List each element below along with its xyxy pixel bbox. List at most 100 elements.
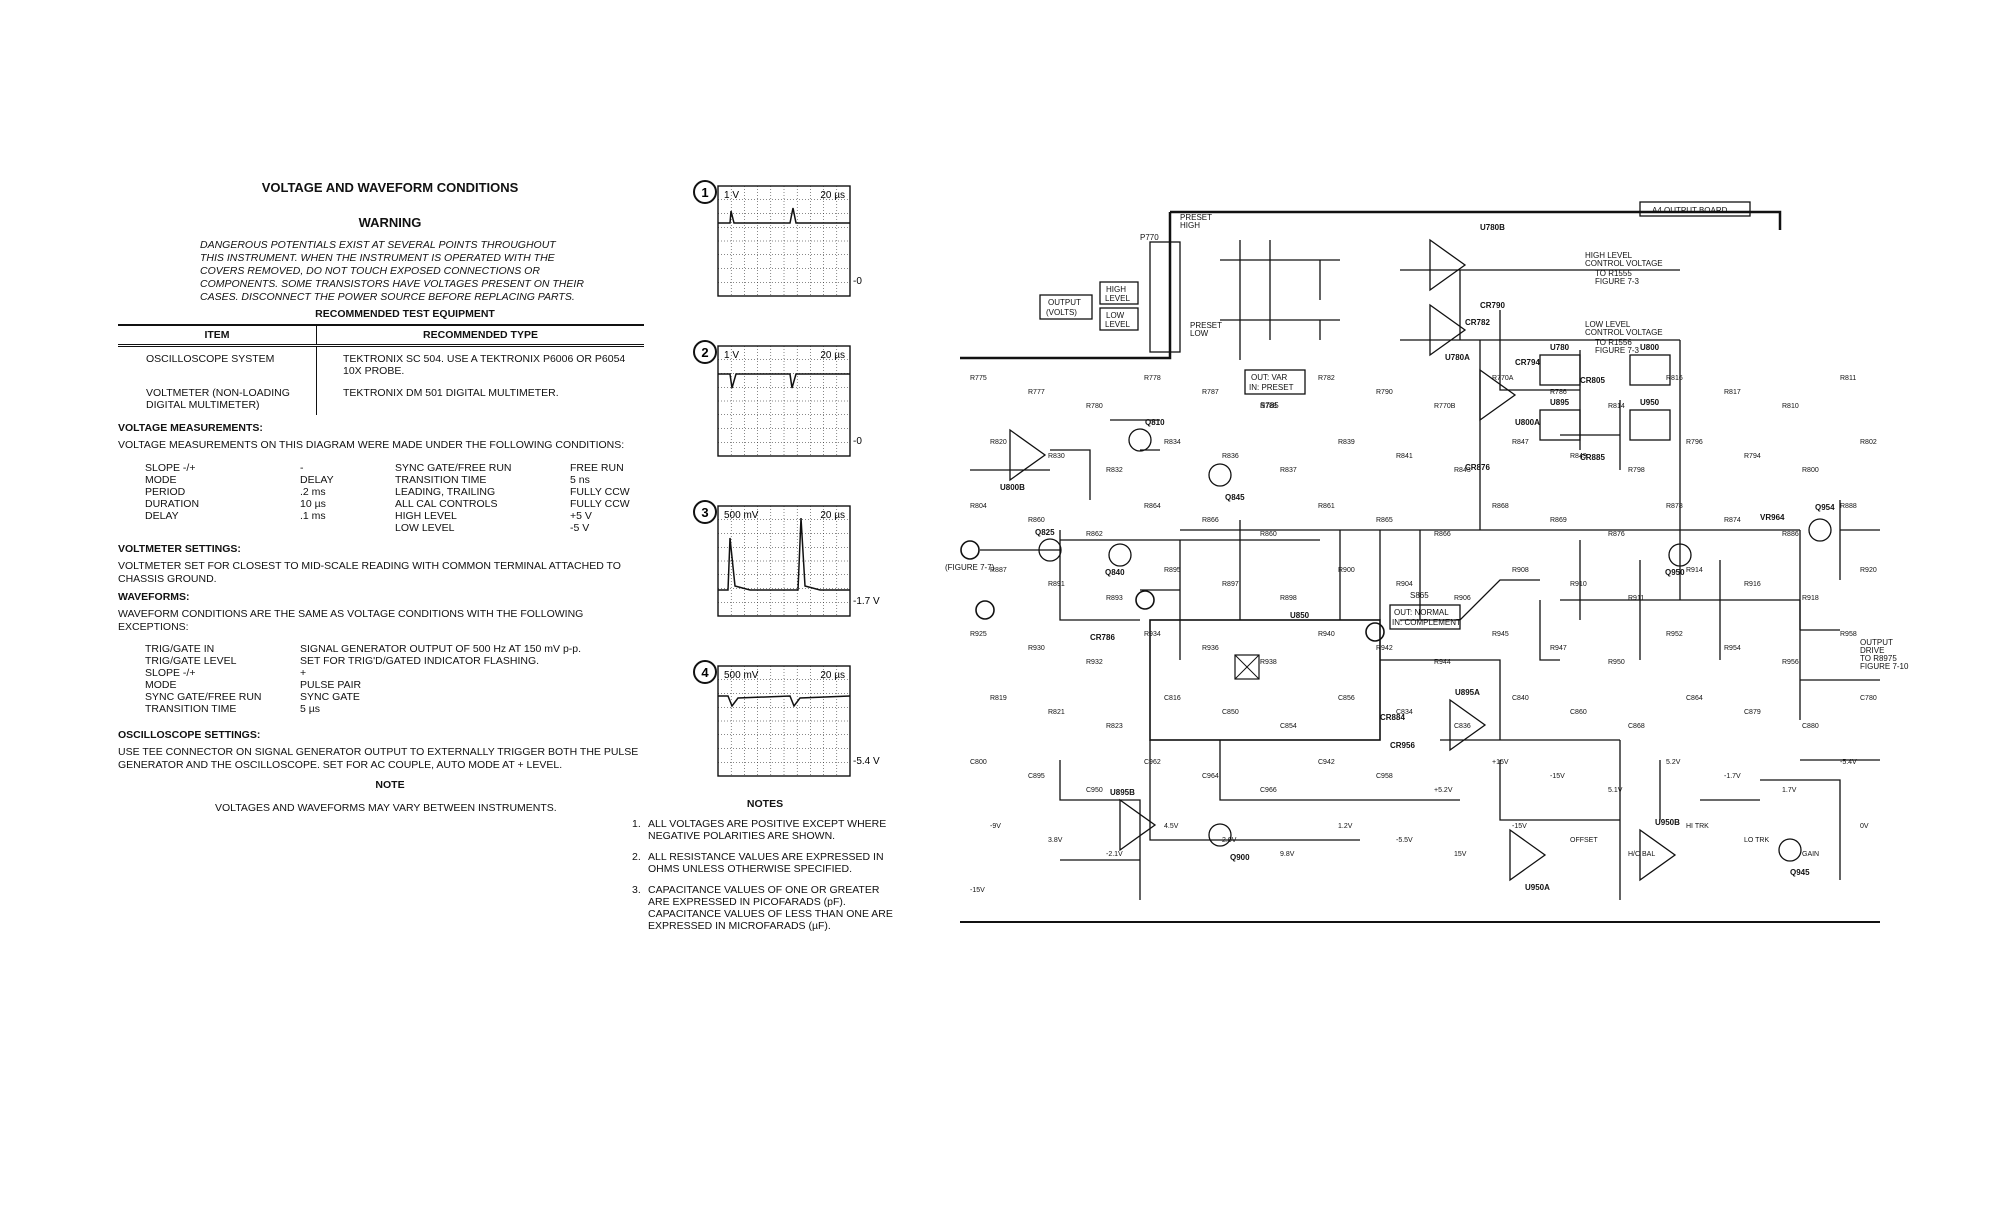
capacitor-label: C958 [1376,773,1393,780]
voltage-measurements-heading: VOLTAGE MEASUREMENTS: [118,422,263,434]
condition-cell: TRANSITION TIME [395,474,487,486]
board-outline [960,210,1782,360]
waveform-ref-label: -5.4 V [853,756,880,767]
capacitor-label: C895 [1028,773,1045,780]
warning-text: DANGEROUS POTENTIALS EXIST AT SEVERAL PO… [200,239,620,304]
condition-cell: - [300,462,304,474]
equipment-title: RECOMMENDED TEST EQUIPMENT [315,308,495,320]
capacitor-label: C964 [1202,773,1219,780]
output-volts-label: (VOLTS) [1046,308,1077,317]
condition-cell: ALL CAL CONTROLS [395,498,498,510]
note-text: ALL VOLTAGES ARE POSITIVE EXCEPT WHERE N… [648,818,887,842]
list-item: 2.ALL RESISTANCE VALUES ARE EXPRESSED IN… [632,851,894,875]
table-row: OSCILLOSCOPE SYSTEM TEKTRONIX SC 504. US… [118,344,644,381]
note-text: CAPACITANCE VALUES OF ONE OR GREATER ARE… [648,884,893,932]
test-point-2 [975,600,995,620]
board-label-box [1639,201,1751,217]
resistor-label: R925 [970,631,987,638]
condition-cell: LOW LEVEL [395,522,455,534]
resistor-label: R911 [1628,595,1644,602]
resistor-label: R814 [1608,403,1625,410]
waveform-number-circle [693,660,717,684]
opamp-u800a [1479,368,1517,422]
voltmeter-settings-heading: VOLTMETER SETTINGS: [118,543,241,555]
low-level-label: LEVEL [1105,320,1130,329]
test-point-4 [1365,622,1385,642]
switch-label: IN: COMPLEMENT [1392,618,1461,627]
voltage-label: -9V [990,823,1001,830]
low-control-label: FIGURE 7-3 [1595,346,1640,355]
warning-line: DANGEROUS POTENTIALS EXIST AT SEVERAL PO… [200,239,556,251]
waveform-volts-label: 500 mV [724,510,759,521]
resistor-label: R819 [990,695,1007,702]
capacitor-label: C800 [970,759,987,766]
transistor-q945 [1778,838,1802,862]
condition-cell: MODE [145,474,177,486]
table-row: VOLTMETER (NON-LOADING DIGITAL MULTIMETE… [118,381,644,415]
resistor-label: R891 [1048,581,1065,588]
transistor-label: Q810 [1145,418,1165,427]
ic-label: U895A [1455,688,1480,697]
misc-label: OFFSET [1570,837,1598,844]
capacitor-label: C879 [1744,709,1761,716]
voltage-label: 1.7V [1782,787,1797,794]
waveform-trace [718,695,851,708]
capacitor-label: C854 [1280,723,1297,730]
resistor-label: R868 [1492,503,1509,510]
resistor-label: R770A [1492,375,1514,382]
resistor-label: R940 [1318,631,1335,638]
resistor-label: R897 [1222,581,1239,588]
resistor-label: R837 [1280,467,1297,474]
resistor-label: R930 [1028,645,1045,652]
opamp-u895a [1119,798,1157,852]
equipment-item: VOLTMETER (NON-LOADING DIGITAL MULTIMETE… [146,387,290,411]
voltage-label: 5.2V [1666,759,1681,766]
output-volts-label: OUTPUT [1048,298,1081,307]
ic-label: U780 [1550,343,1570,352]
preset-high-label: HIGH [1180,221,1200,230]
high-level-label: HIGH [1106,285,1126,294]
capacitor-label: C860 [1570,709,1587,716]
resistor-label: R796 [1686,439,1703,446]
resistor-label: R895 [1164,567,1181,574]
ic-u850-symbol [1234,654,1260,680]
waveform-condition-cell: SYNC GATE/FREE RUN [145,691,262,703]
transistor-q900 [1208,823,1232,847]
condition-cell: +5 V [570,510,592,522]
condition-cell: FULLY CCW [570,486,630,498]
resistor-label: R944 [1434,659,1451,666]
resistor-label: R780 [1086,403,1103,410]
resistor-label: R802 [1860,439,1877,446]
resistor-label: R816 [1666,375,1683,382]
voltmeter-settings-text: VOLTMETER SET FOR CLOSEST TO MID-SCALE R… [118,560,621,585]
low-level-label: LOW [1106,311,1125,320]
resistor-label: R836 [1222,453,1239,460]
ic-label: U950 [1640,398,1660,407]
resistor-label: R788 [1260,403,1277,410]
equipment-header-item: ITEM [118,324,317,346]
oscilloscope-settings-heading: OSCILLOSCOPE SETTINGS: [118,729,261,741]
transistor-q950 [1668,543,1692,567]
preset-high-label: PRESET [1180,213,1212,222]
transistor-q840 [1108,543,1132,567]
resistor-label: R876 [1608,531,1625,538]
preset-low-label: LOW [1190,329,1209,338]
ic-label: U800B [1000,483,1025,492]
condition-cell: .2 ms [300,486,326,498]
transistor-q954 [1808,518,1832,542]
voltage-label: +15V [1492,759,1509,766]
resistor-label: R947 [1550,645,1567,652]
ic-label: U895 [1550,398,1570,407]
waveform-condition-cell: TRIG/GATE LEVEL [145,655,237,667]
resistor-label: R900 [1338,567,1355,574]
resistor-label: R874 [1724,517,1741,524]
condition-cell: -5 V [570,522,590,534]
switch-id: S785 [1260,401,1279,410]
condition-cell: PERIOD [145,486,186,498]
resistor-label: R908 [1512,567,1529,574]
resistor-label: R910 [1570,581,1587,588]
